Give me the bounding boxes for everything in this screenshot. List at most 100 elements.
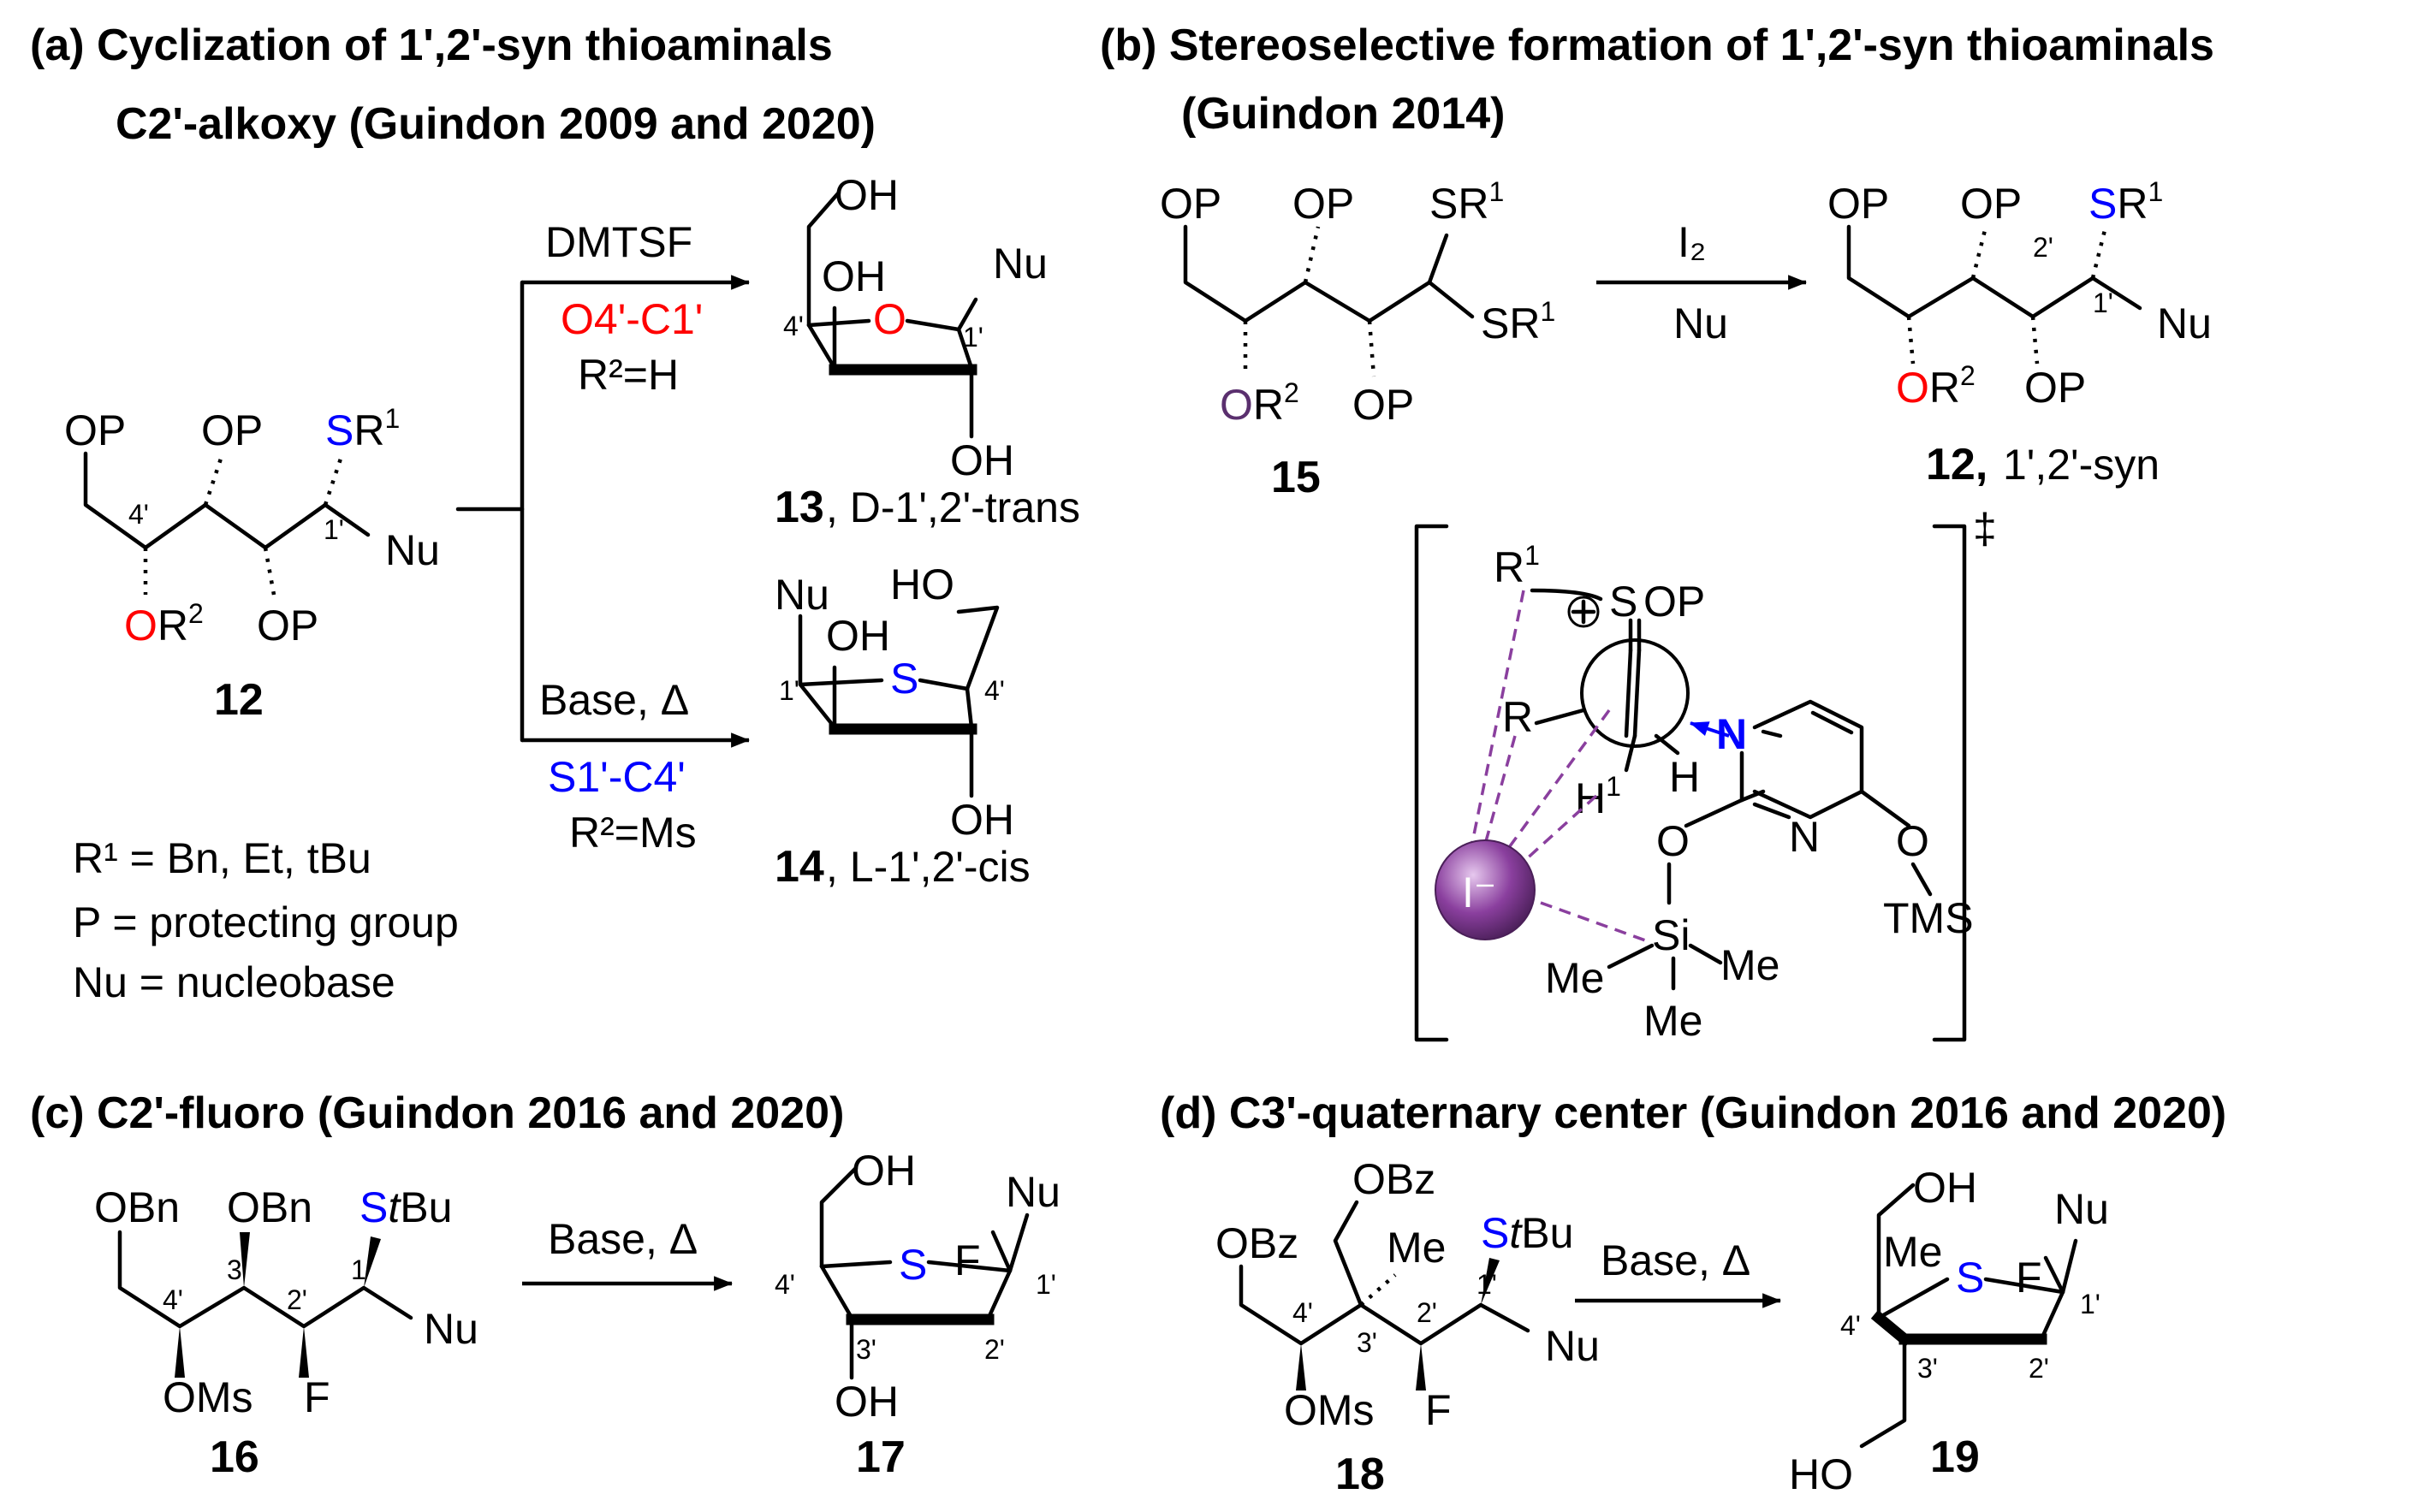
svg-text:SR1: SR1 (1429, 176, 1504, 228)
panel-b: (b) Stereoselective formation of 1',2'-s… (1100, 21, 2214, 1045)
svg-text:4': 4' (775, 1269, 795, 1300)
svg-text:1': 1' (324, 514, 344, 545)
compound-12-syn: OP OP SR1 Nu OR2 OP 2' 1' 12, 1',2'-syn (1827, 176, 2212, 489)
compound-13: OH Nu OH O 4' 1' OH 13 , D-1',2'-trans (775, 171, 1080, 532)
compound-15-label: 15 (1271, 453, 1321, 502)
svg-text:S: S (899, 1241, 927, 1289)
svg-text:S: S (1609, 578, 1637, 626)
svg-text:OP: OP (201, 406, 263, 454)
svg-text:OH: OH (822, 252, 886, 300)
compound-12-label: 12 (214, 675, 264, 725)
svg-text:OH: OH (950, 796, 1014, 844)
svg-text:1': 1' (1036, 1269, 1056, 1300)
reagent-iodine: I₂ (1678, 218, 1706, 266)
svg-text:H1: H1 (1575, 771, 1621, 822)
svg-text:TMS: TMS (1883, 894, 1974, 942)
panel-d: (d) C3'-quaternary center (Guindon 2016 … (1160, 1088, 2226, 1499)
svg-text:OR2: OR2 (1220, 377, 1299, 429)
svg-text:Me: Me (1545, 954, 1604, 1002)
svg-text:OMs: OMs (163, 1373, 253, 1421)
panel-a-title-line1: (a) Cyclization of 1',2'-syn thioaminals (30, 21, 833, 70)
compound-12-syn-descriptor: 1',2'-syn (2003, 441, 2160, 489)
compound-12: OP OP SR1 Nu OR2 OP 4' 1' 12 (64, 403, 440, 725)
svg-text:O: O (1656, 817, 1690, 865)
transition-state: ‡ R1 S OP R H1 H N N O (1414, 505, 1997, 1045)
svg-text:N: N (1716, 710, 1747, 758)
compound-15: OP OP SR1 SR1 OR2 OP 15 (1160, 176, 1555, 502)
svg-text:Nu: Nu (424, 1305, 478, 1353)
svg-text:Nu: Nu (2054, 1185, 2109, 1233)
compound-17-label: 17 (856, 1432, 906, 1482)
svg-text:HO: HO (1789, 1450, 1853, 1498)
legend-nu: Nu = nucleobase (73, 958, 395, 1006)
svg-text:4': 4' (984, 675, 1005, 706)
svg-text:OH: OH (1913, 1164, 1977, 1212)
svg-text:4': 4' (1840, 1310, 1861, 1341)
svg-text:OBn: OBn (227, 1183, 312, 1231)
svg-text:1': 1' (2093, 288, 2113, 318)
panel-d-title: (d) C3'-quaternary center (Guindon 2016 … (1160, 1088, 2226, 1138)
svg-text:HO: HO (890, 560, 954, 608)
svg-text:N: N (1789, 813, 1820, 861)
reagent-base-heat-a: Base, Δ (539, 676, 689, 724)
svg-text:S: S (890, 655, 918, 703)
svg-text:R1: R1 (1494, 540, 1540, 591)
svg-text:OBn: OBn (94, 1183, 180, 1231)
svg-text:OH: OH (835, 171, 899, 219)
svg-text:OP: OP (1960, 180, 2022, 228)
svg-text:Nu: Nu (2157, 299, 2212, 347)
svg-text:3': 3' (1357, 1327, 1377, 1358)
svg-text:OP: OP (2024, 364, 2086, 412)
panel-a: (a) Cyclization of 1',2'-syn thioaminals… (30, 21, 1080, 1006)
bond-label-s1-c4: S1'-C4' (548, 753, 686, 801)
legend-r1: R¹ = Bn, Et, tBu (73, 834, 371, 882)
compound-16-label: 16 (210, 1432, 259, 1482)
svg-text:4': 4' (163, 1284, 183, 1315)
compound-13-descriptor: , D-1',2'-trans (826, 483, 1080, 531)
compound-17: OH Nu S F 4' 1' 3' 2' OH 17 (775, 1147, 1061, 1482)
svg-text:2': 2' (1417, 1297, 1437, 1328)
compound-16: OBn OBn StBu Nu OMs F 4' 3' 2' 1' 16 (94, 1183, 478, 1482)
compound-14: Nu HO OH S 1' 4' OH 14 , L-1',2'-cis (775, 560, 1031, 892)
compound-19-label: 19 (1930, 1432, 1980, 1482)
svg-text:Nu: Nu (993, 240, 1048, 288)
svg-text:R: R (1502, 693, 1533, 741)
svg-text:Me: Me (1883, 1228, 1942, 1276)
svg-text:O: O (873, 295, 906, 343)
svg-text:OP: OP (257, 602, 318, 649)
svg-text:1': 1' (779, 675, 799, 706)
panel-b-title-line2: (Guindon 2014) (1181, 89, 1505, 139)
svg-text:OH: OH (835, 1378, 899, 1426)
svg-text:Nu: Nu (775, 571, 829, 619)
svg-text:3': 3' (1917, 1353, 1938, 1384)
svg-text:OR2: OR2 (1896, 360, 1976, 412)
svg-text:2': 2' (2033, 232, 2053, 263)
svg-text:OP: OP (1352, 381, 1414, 429)
svg-text:SR1: SR1 (1481, 296, 1555, 347)
reagent-base-heat-d: Base, Δ (1601, 1236, 1750, 1284)
svg-text:H: H (1669, 753, 1700, 801)
condition-r2-h: R²=H (578, 351, 679, 399)
svg-text:OP: OP (1292, 180, 1354, 228)
svg-text:Nu: Nu (1545, 1322, 1600, 1370)
panel-b-title-line1: (b) Stereoselective formation of 1',2'-s… (1100, 21, 2214, 70)
reagent-base-heat-c: Base, Δ (548, 1215, 698, 1263)
compound-13-label: 13 (775, 483, 824, 532)
svg-text:OP: OP (1643, 578, 1705, 626)
panel-c-title: (c) C2'-fluoro (Guindon 2016 and 2020) (30, 1088, 844, 1138)
svg-text:OP: OP (1160, 180, 1221, 228)
svg-text:4': 4' (1292, 1297, 1313, 1328)
svg-text:SR1: SR1 (325, 403, 400, 454)
compound-14-descriptor: , L-1',2'-cis (826, 843, 1031, 891)
svg-text:4': 4' (783, 311, 804, 341)
svg-text:3': 3' (856, 1334, 876, 1365)
svg-text:1': 1' (963, 322, 983, 353)
svg-text:OH: OH (826, 612, 890, 660)
svg-text:OBz: OBz (1215, 1219, 1298, 1267)
transition-state-mark: ‡ (1973, 505, 1997, 553)
reagent-nu: Nu (1673, 299, 1728, 347)
panel-a-title-line2: C2'-alkoxy (Guindon 2009 and 2020) (116, 99, 876, 149)
svg-text:OH: OH (950, 436, 1014, 484)
svg-text:OP: OP (1827, 180, 1889, 228)
